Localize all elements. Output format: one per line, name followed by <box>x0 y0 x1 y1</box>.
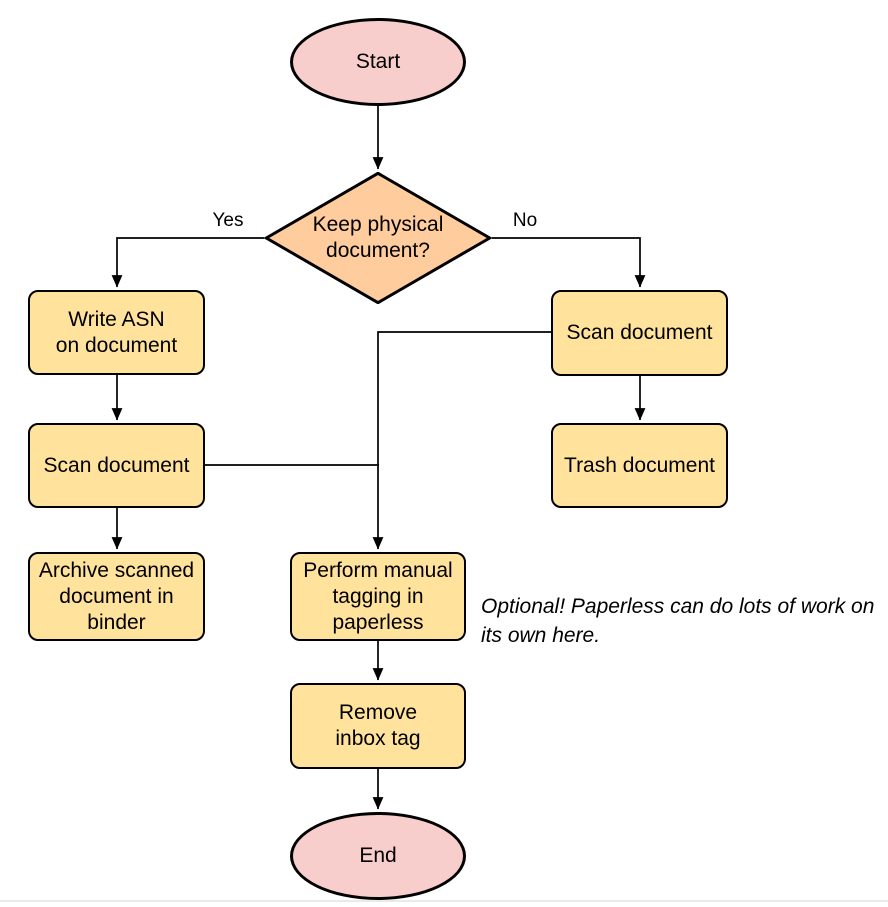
node-end-label: End <box>359 844 397 867</box>
edge-decision-no-to-scan-right <box>492 237 646 288</box>
node-perform-manual-tagging-label: Perform manual tagging in paperless <box>303 558 453 634</box>
bottom-border-line <box>0 900 888 902</box>
node-start: Start <box>290 18 466 106</box>
node-start-label: Start <box>355 50 401 73</box>
node-scan-document-left: Scan document <box>28 423 205 508</box>
edge-scan-right-to-tagging <box>372 331 551 550</box>
node-archive-scanned-document-label: Archive scanned document in binder <box>38 558 195 634</box>
node-archive-scanned-document: Archive scanned document in binder <box>28 552 205 641</box>
node-end: End <box>290 812 466 900</box>
decision-diamond-shape <box>264 172 492 304</box>
node-write-asn-label: Write ASN on document <box>55 307 178 357</box>
edge-label-no: No <box>512 210 538 231</box>
node-decision-label: Keep physical document? <box>312 213 444 262</box>
node-decision-keep-physical-document: Keep physical document? <box>264 172 492 304</box>
node-scan-document-left-label: Scan document <box>43 453 190 477</box>
node-trash-document-label: Trash document <box>564 453 715 477</box>
edge-decision-yes-to-write-asn <box>111 237 264 288</box>
node-scan-document-right-label: Scan document <box>566 321 713 344</box>
node-scan-document-right: Scan document <box>551 290 728 376</box>
edge-label-yes: Yes <box>212 210 244 231</box>
node-perform-manual-tagging: Perform manual tagging in paperless <box>290 552 466 641</box>
annotation-text: Optional! Paperless can do lots of work … <box>481 595 875 647</box>
node-remove-inbox-tag-label: Remove inbox tag <box>335 701 421 750</box>
node-remove-inbox-tag: Remove inbox tag <box>290 683 466 769</box>
node-write-asn: Write ASN on document <box>28 290 205 375</box>
node-trash-document: Trash document <box>551 423 728 508</box>
